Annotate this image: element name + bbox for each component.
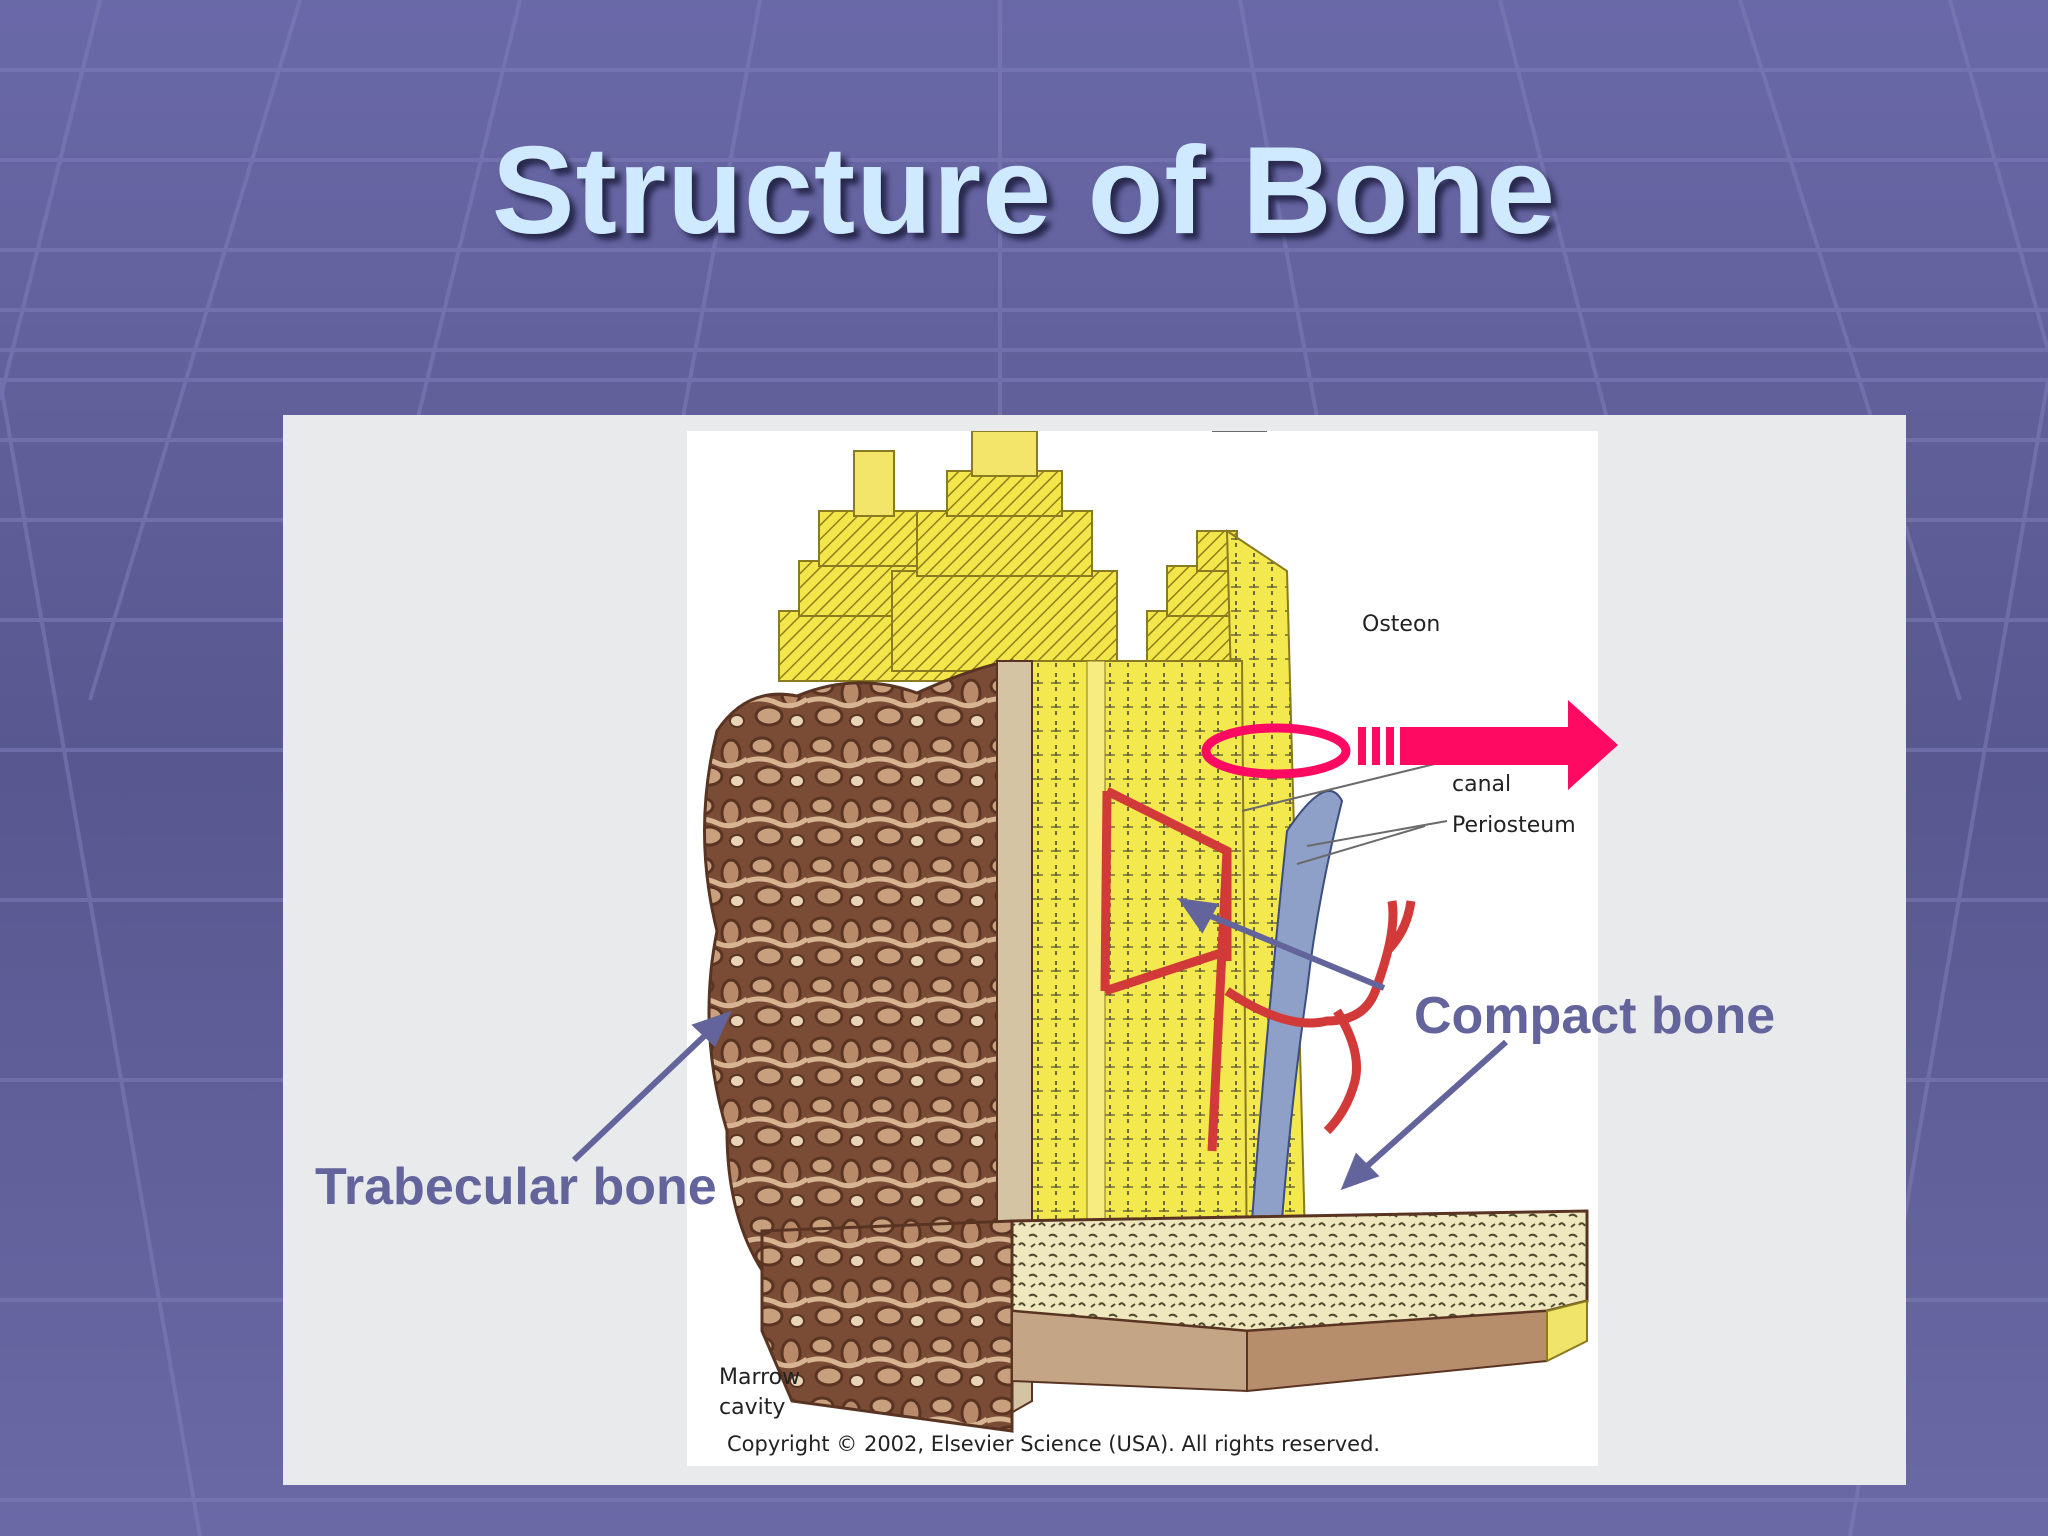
- label-marrow-line2: cavity: [719, 1395, 785, 1420]
- copyright-notice: Copyright © 2002, Elsevier Science (USA)…: [727, 1432, 1380, 1456]
- label-osteon: Osteon: [1362, 612, 1440, 637]
- trabecular-bone-block: [703, 659, 1014, 1313]
- periosteum-layer: [1245, 790, 1344, 1292]
- osteon-cylinder-center: [891, 431, 1118, 672]
- bottom-trabecular-slab: [760, 1219, 1014, 1433]
- label-marrow-line1: Marrow: [719, 1365, 800, 1390]
- bottom-compact-slab: [1010, 1209, 1589, 1333]
- callout-trabecular-bone: Trabecular bone: [315, 1158, 717, 1216]
- bone-structure-illustration: Osteon canal Periosteum Marrow cavity Co…: [687, 431, 1598, 1466]
- label-periosteum: Periosteum: [1452, 813, 1576, 838]
- label-canal: canal: [1452, 772, 1511, 797]
- callout-compact-bone: Compact bone: [1414, 987, 1776, 1045]
- slide-title: Structure of Bone: [491, 122, 1557, 260]
